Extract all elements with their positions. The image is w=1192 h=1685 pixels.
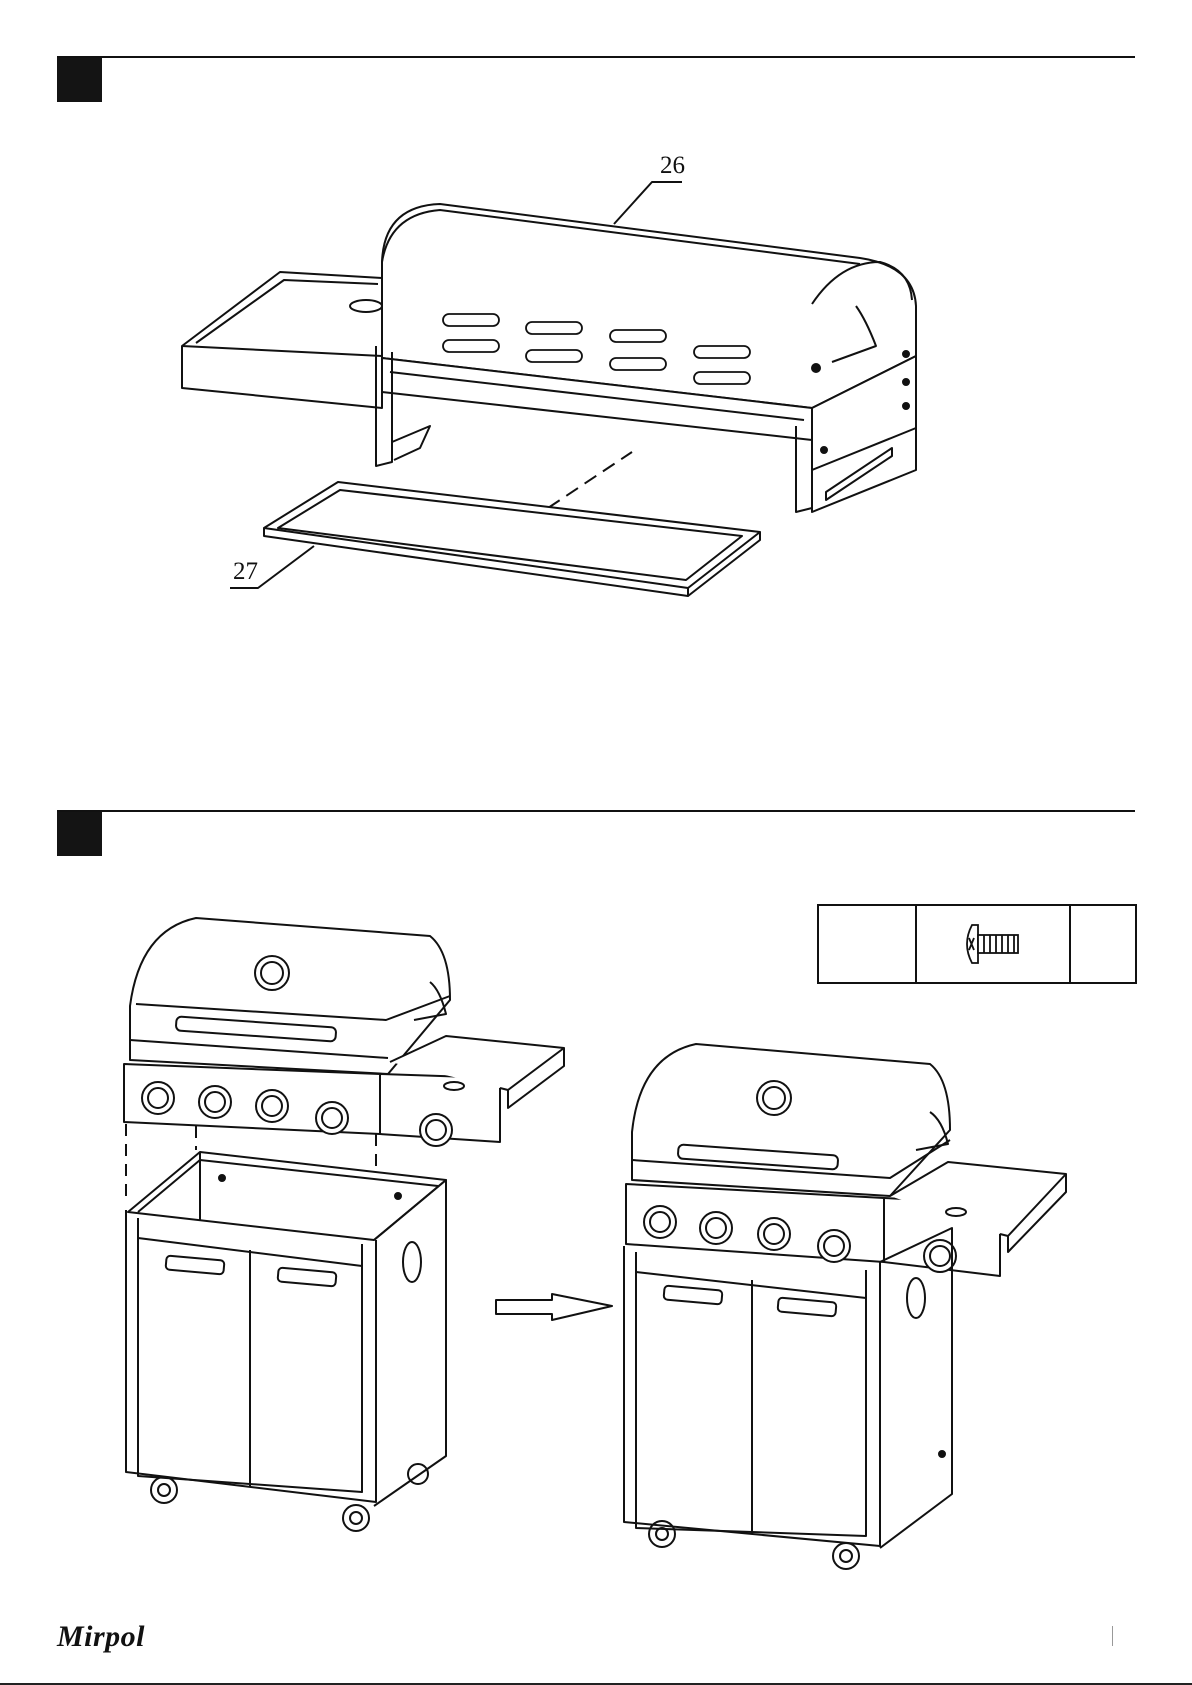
brand-logo: Mirpol: [57, 1620, 145, 1654]
arrow-right-icon: [496, 1294, 612, 1320]
assembled-grill-drawing: [624, 1044, 1066, 1569]
cart-drawing: [126, 1152, 446, 1531]
grill-head-drawing: [124, 918, 564, 1146]
step-2-figure: [0, 0, 1192, 1640]
footer-divider: [1112, 1626, 1113, 1646]
